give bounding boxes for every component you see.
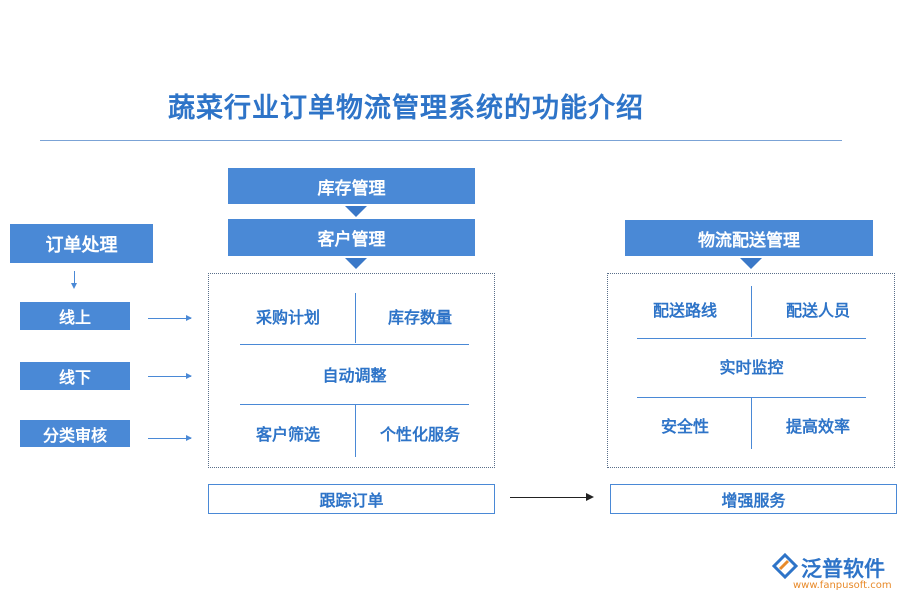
purchase-plan-cell: 采购计划 <box>255 308 320 327</box>
right-arrow-icon <box>586 493 594 501</box>
down-arrow-icon <box>71 283 77 289</box>
divider <box>240 404 469 405</box>
improve-efficiency-cell: 提高效率 <box>785 417 850 436</box>
category-review-box: 分类审核 <box>20 420 130 447</box>
divider <box>751 286 752 337</box>
realtime-monitoring-cell: 实时监控 <box>719 358 784 377</box>
divider <box>355 405 356 457</box>
auto-adjust-cell: 自动调整 <box>322 366 387 385</box>
right-arrow-icon <box>148 435 192 441</box>
divider <box>637 338 866 339</box>
order-processing-box: 订单处理 <box>10 224 153 263</box>
online-box: 线上 <box>20 302 130 330</box>
safety-cell: 安全性 <box>660 417 709 436</box>
customer-management-box: 客户管理 <box>228 219 475 256</box>
delivery-staff-cell: 配送人员 <box>785 301 850 320</box>
personalized-service-cell: 个性化服务 <box>380 425 461 444</box>
logistics-management-box: 物流配送管理 <box>625 220 873 256</box>
offline-box: 线下 <box>20 362 130 390</box>
divider <box>751 398 752 449</box>
logistics-function-panel <box>607 273 895 468</box>
down-arrow-icon <box>345 206 367 217</box>
title-underline <box>40 140 842 141</box>
down-arrow-icon <box>740 258 762 269</box>
page-title: 蔬菜行业订单物流管理系统的功能介绍 <box>168 93 644 124</box>
down-connector <box>74 271 75 285</box>
right-arrow-icon <box>148 315 192 321</box>
inventory-management-box: 库存管理 <box>228 168 475 204</box>
divider <box>637 397 866 398</box>
logo-url: www.fanpusoft.com <box>793 580 892 591</box>
delivery-route-cell: 配送路线 <box>652 301 717 320</box>
customer-filter-cell: 客户筛选 <box>255 425 320 444</box>
inventory-quantity-cell: 库存数量 <box>387 308 452 327</box>
customer-function-panel <box>208 273 495 468</box>
divider <box>240 344 469 345</box>
enhance-service-box: 增强服务 <box>610 484 897 514</box>
down-arrow-icon <box>345 258 367 269</box>
connector-arrow <box>510 497 590 498</box>
track-orders-box: 跟踪订单 <box>208 484 495 514</box>
right-arrow-icon <box>148 373 192 379</box>
divider <box>355 293 356 343</box>
fanpu-logo-icon <box>770 552 800 580</box>
logo-name: 泛普软件 <box>801 557 885 581</box>
